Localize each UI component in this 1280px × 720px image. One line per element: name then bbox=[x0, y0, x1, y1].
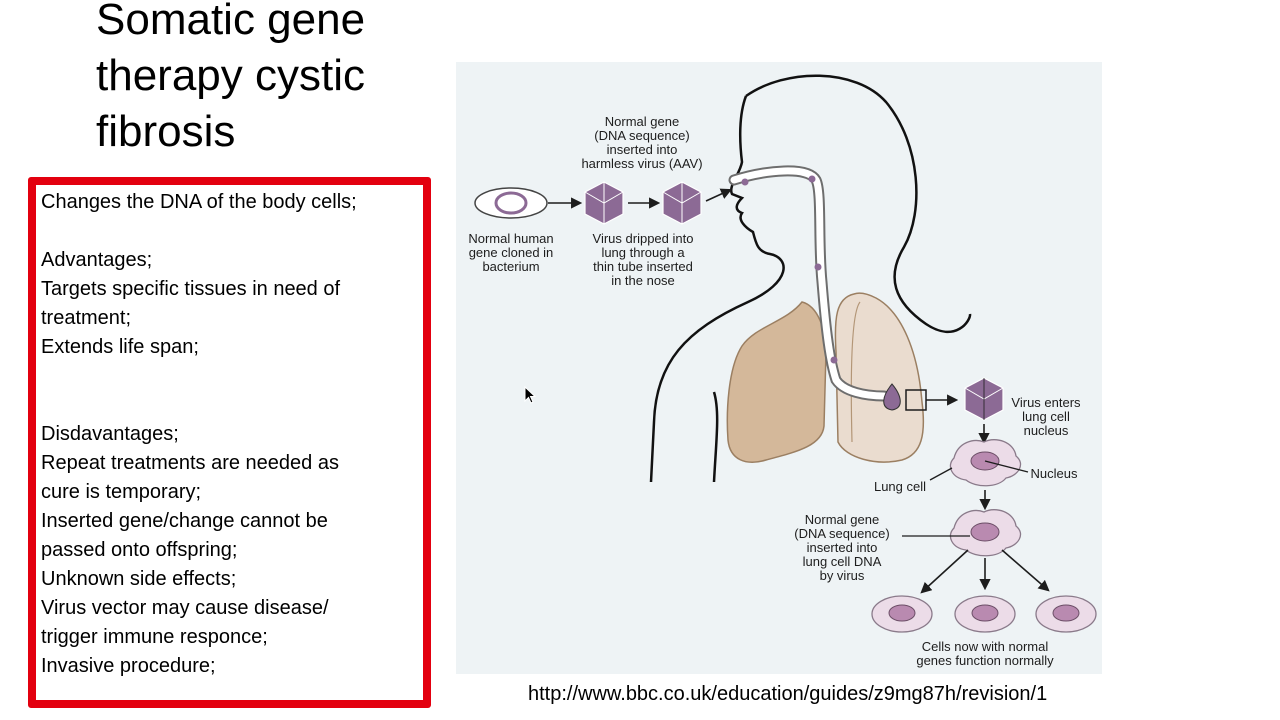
notes-line: treatment; bbox=[41, 307, 132, 329]
label-line: (DNA sequence) bbox=[594, 128, 689, 143]
label-line: inserted into bbox=[607, 142, 678, 157]
slide-title: Somatic gene therapy cystic fibrosis bbox=[96, 0, 426, 160]
notes-line: Extends life span; bbox=[41, 336, 199, 358]
title-line: fibrosis bbox=[96, 107, 236, 156]
lung-cell-icon bbox=[954, 595, 1016, 633]
notes-line: trigger immune responce; bbox=[41, 626, 268, 648]
label-cells-now: Cells now with normal genes function nor… bbox=[916, 639, 1054, 668]
label-normal-gene-bottom: Normal gene (DNA sequence) inserted into… bbox=[794, 512, 889, 583]
label-line: bacterium bbox=[482, 259, 539, 274]
label-line: (DNA sequence) bbox=[794, 526, 889, 541]
label-virus-enters: Virus enters lung cell nucleus bbox=[1011, 395, 1081, 438]
notes-text-box[interactable]: Changes the DNA of the body cells; Advan… bbox=[28, 177, 431, 708]
notes-line: Targets specific tissues in need of bbox=[41, 278, 341, 300]
label-virus-dripped: Virus dripped into lung through a thin t… bbox=[593, 231, 694, 288]
notes-line: Repeat treatments are needed as bbox=[41, 452, 339, 474]
right-lung-icon bbox=[834, 292, 925, 463]
label-normal-gene-top: Normal gene (DNA sequence) inserted into… bbox=[581, 114, 702, 171]
notes-line: cure is temporary; bbox=[41, 481, 202, 503]
title-line: therapy cystic bbox=[96, 51, 365, 100]
label-line: Cells now with normal bbox=[922, 639, 1049, 654]
notes-line: Virus vector may cause disease/ bbox=[41, 597, 329, 619]
virus-icon bbox=[584, 181, 624, 225]
label-line: Normal gene bbox=[805, 512, 879, 527]
notes-line: Invasive procedure; bbox=[41, 655, 216, 677]
lung-cell-icon bbox=[871, 595, 933, 633]
left-lung-icon bbox=[726, 301, 827, 463]
notes-line: Changes the DNA of the body cells; bbox=[41, 191, 357, 213]
label-normal-human-gene: Normal human gene cloned in bacterium bbox=[468, 231, 553, 274]
label-line: harmless virus (AAV) bbox=[581, 156, 702, 171]
label-line: nucleus bbox=[1024, 423, 1069, 438]
head-silhouette bbox=[745, 74, 972, 333]
source-url[interactable]: http://www.bbc.co.uk/education/guides/z9… bbox=[528, 683, 1048, 705]
label-line: genes function normally bbox=[916, 653, 1054, 668]
mouse-cursor-icon bbox=[524, 386, 536, 404]
notes-line: Disdavantages; bbox=[41, 423, 179, 445]
label-line: gene cloned in bbox=[469, 245, 554, 260]
lung-cell-icon bbox=[1035, 595, 1097, 633]
label-line: inserted into bbox=[807, 540, 878, 555]
title-line: Somatic gene bbox=[96, 0, 366, 44]
notes-line: passed onto offspring; bbox=[41, 539, 238, 561]
bacterium-icon bbox=[474, 187, 548, 219]
label-lung-cell: Lung cell bbox=[874, 479, 926, 494]
label-line: in the nose bbox=[611, 273, 675, 288]
arm-outline bbox=[712, 391, 719, 483]
label-line: lung cell bbox=[1022, 409, 1070, 424]
notes-line: Unknown side effects; bbox=[41, 568, 237, 590]
label-line: lung through a bbox=[601, 245, 685, 260]
diagram-svg: Normal gene (DNA sequence) inserted into… bbox=[468, 74, 1097, 668]
label-line: thin tube inserted bbox=[593, 259, 693, 274]
face-profile bbox=[649, 95, 785, 483]
label-nucleus: Nucleus bbox=[1031, 466, 1078, 481]
label-line: Virus enters bbox=[1011, 395, 1081, 410]
label-line: by virus bbox=[820, 568, 865, 583]
virus-icon bbox=[662, 181, 702, 225]
label-line: lung cell DNA bbox=[803, 554, 882, 569]
notes-line: Inserted gene/change cannot be bbox=[41, 510, 328, 532]
label-line: Normal gene bbox=[605, 114, 679, 129]
virus-drop-icon bbox=[883, 383, 901, 411]
label-line: Virus dripped into bbox=[593, 231, 694, 246]
notes-line: Advantages; bbox=[41, 249, 153, 271]
label-line: Normal human bbox=[468, 231, 553, 246]
gene-therapy-diagram: Normal gene (DNA sequence) inserted into… bbox=[456, 62, 1102, 674]
virus-icon bbox=[964, 377, 1004, 421]
